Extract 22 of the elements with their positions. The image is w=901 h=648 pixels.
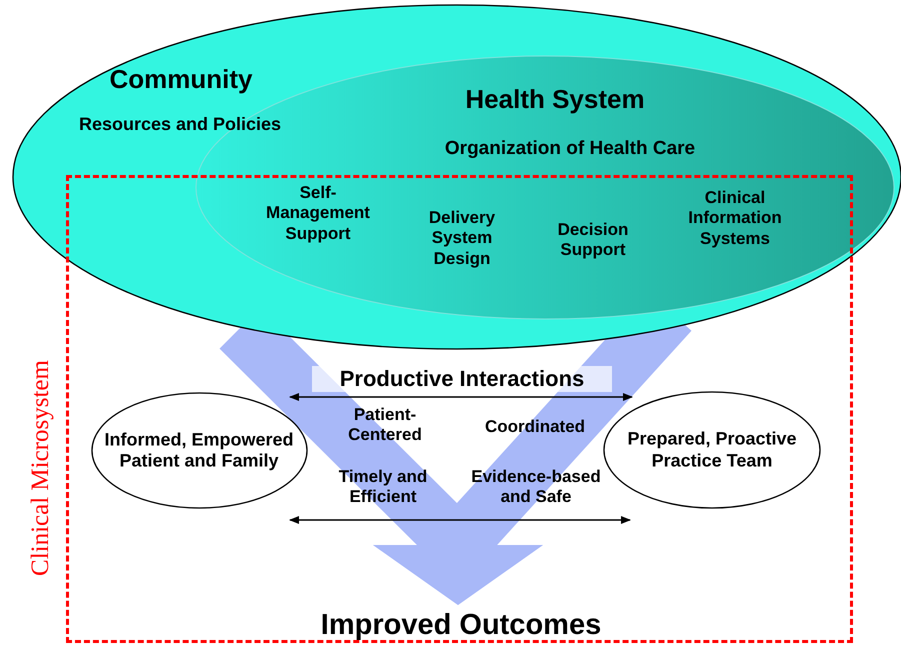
component-label: Self-Management Support	[265, 183, 371, 244]
outcome-label: Timely and Efficient	[338, 467, 428, 508]
double-arrow	[289, 393, 633, 401]
group-subheading: Resources and Policies	[78, 114, 282, 136]
group-subheading: Organization of Health Care	[444, 138, 696, 161]
outcome-heading: Improved Outcomes	[320, 608, 602, 643]
group-heading: Health System	[464, 84, 646, 116]
component-label: Clinical Information Systems	[687, 188, 783, 250]
outcome-label: Coordinated	[484, 417, 586, 438]
double-arrow	[289, 516, 631, 524]
ellipse-label: Prepared, Proactive Practice Team	[626, 428, 798, 472]
component-label: Delivery System Design	[428, 208, 496, 270]
outcome-label: Evidence-based and Safe	[470, 467, 602, 508]
ellipse-region	[12, 4, 901, 350]
outcome-label: Patient-Centered	[347, 405, 423, 446]
ellipse-label: Informed, Empowered Patient and Family	[103, 428, 295, 472]
group-heading: Community	[108, 64, 254, 96]
component-label: Decision Support	[556, 220, 630, 261]
edge-label: Productive Interactions	[312, 366, 612, 392]
vertical-heading: Clinical Microsystem	[26, 359, 55, 578]
oval-node	[91, 392, 308, 509]
oval-node	[603, 391, 821, 509]
